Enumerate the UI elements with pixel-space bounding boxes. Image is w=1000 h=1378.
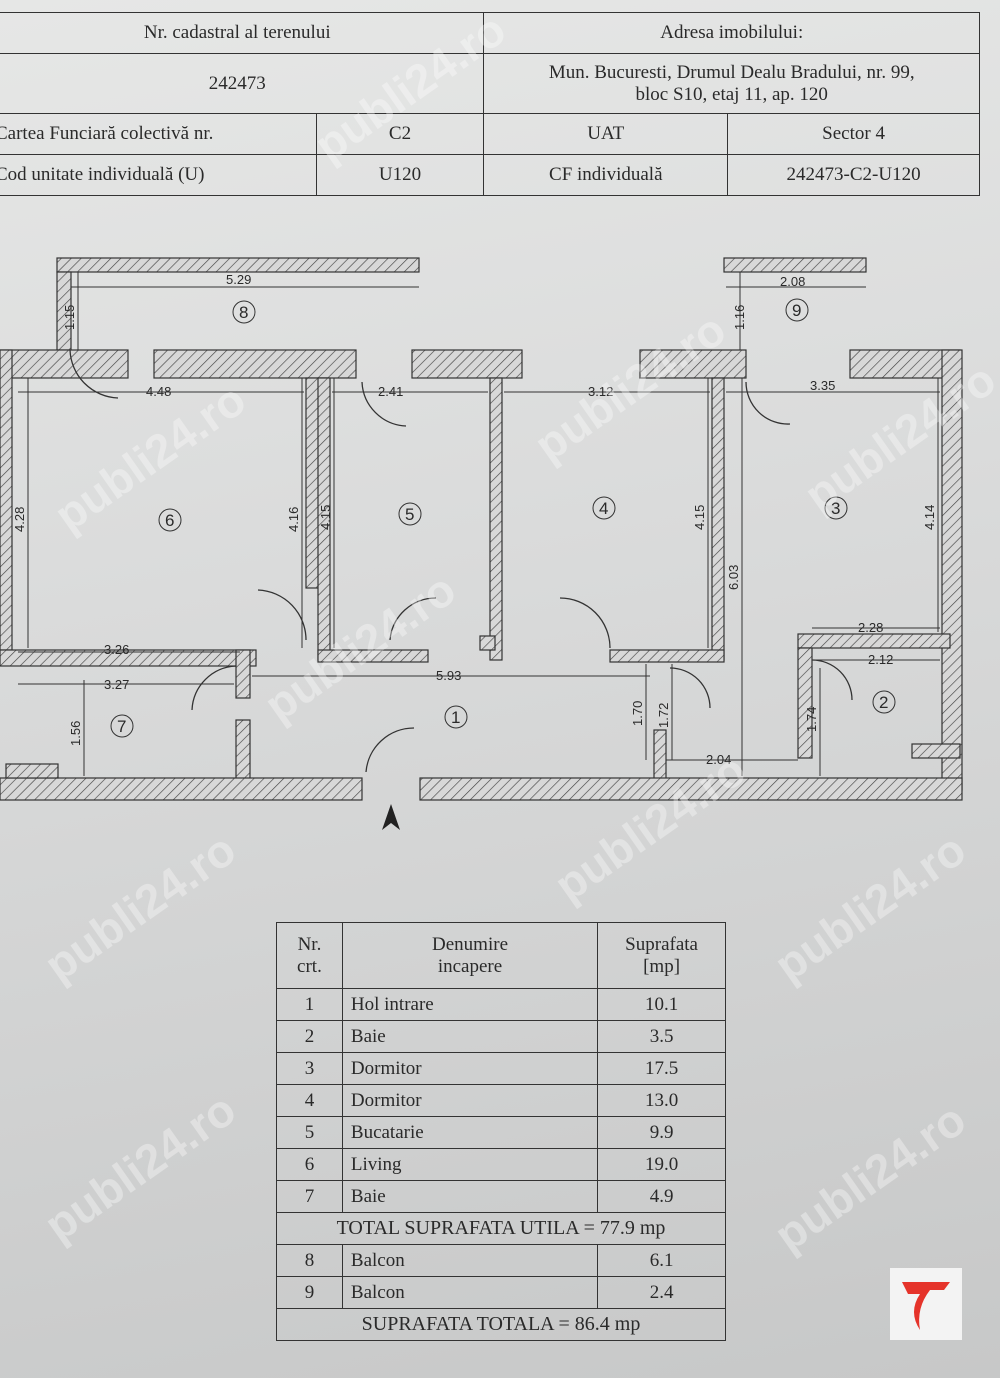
room-number: 9 xyxy=(792,301,801,320)
dim-label: 4.48 xyxy=(146,384,171,399)
dim-label: 1.56 xyxy=(68,721,83,746)
cadastral-header-table: Nr. cadastral al terenului Adresa imobil… xyxy=(0,12,980,196)
dim-label: 1.70 xyxy=(630,701,645,726)
cadastral-label: Nr. cadastral al terenului xyxy=(0,12,485,54)
cf-value: C2 xyxy=(315,113,485,155)
dim-label: 1.16 xyxy=(732,305,747,330)
room-number: 8 xyxy=(239,303,248,322)
publi24-logo xyxy=(890,1268,962,1340)
col-nr-header: Nr.crt. xyxy=(276,922,343,989)
cfi-label: CF individuală xyxy=(483,154,729,196)
address-label: Adresa imobilului: xyxy=(483,12,980,54)
dim-label: 2.08 xyxy=(780,274,805,289)
room-number: 4 xyxy=(599,499,608,518)
dim-label: 2.04 xyxy=(706,752,731,767)
dim-label: 6.03 xyxy=(726,565,741,590)
room-number: 3 xyxy=(831,499,840,518)
watermark: publi24.ro xyxy=(764,1092,975,1262)
room-number: 5 xyxy=(405,505,414,524)
dim-label: 4.14 xyxy=(922,505,937,530)
unit-value: U120 xyxy=(315,154,485,196)
cfi-value: 242473-C2-U120 xyxy=(727,154,980,196)
dim-label: 4.15 xyxy=(692,505,707,530)
room-number: 6 xyxy=(165,511,174,530)
address-value: Mun. Bucuresti, Drumul Dealu Bradului, n… xyxy=(483,53,980,114)
dimension-labels: 5.29 2.08 4.48 2.41 3.12 3.35 3.26 3.27 … xyxy=(12,272,937,767)
dim-label: 3.27 xyxy=(104,677,129,692)
dim-label: 3.12 xyxy=(588,384,613,399)
uat-label: UAT xyxy=(483,113,729,155)
dim-label: 1.74 xyxy=(804,707,819,732)
dim-label: 2.12 xyxy=(868,652,893,667)
unit-label: Cod unitate individuală (U) xyxy=(0,154,317,196)
cadastral-value: 242473 xyxy=(0,53,485,114)
dim-label: 2.41 xyxy=(378,384,403,399)
dim-label: 2.28 xyxy=(858,620,883,635)
dim-label: 5.93 xyxy=(436,668,461,683)
entrance-arrow-icon xyxy=(382,804,400,830)
cf-label: Cartea Funciară colectivă nr. xyxy=(0,113,317,155)
dim-label: 4.15 xyxy=(318,505,333,530)
room-number: 7 xyxy=(117,717,126,736)
col-area-header: Suprafata[mp] xyxy=(597,922,726,989)
watermark: publi24.ro xyxy=(764,822,975,992)
address-line2: bloc S10, etaj 11, ap. 120 xyxy=(635,83,828,105)
dim-label: 4.28 xyxy=(12,507,27,532)
room-markers: 1 2 3 4 5 6 7 8 9 xyxy=(110,298,896,738)
floor-plan: 5.29 2.08 4.48 2.41 3.12 3.35 3.26 3.27 … xyxy=(0,257,963,830)
door-arcs xyxy=(69,349,853,773)
total-row: SUPRAFATA TOTALA = 86.4 mp xyxy=(276,1308,726,1341)
total-util-row: TOTAL SUPRAFATA UTILA = 77.9 mp xyxy=(276,1212,726,1245)
dim-label: 1.15 xyxy=(62,305,77,330)
watermark: publi24.ro xyxy=(34,822,245,992)
room-number: 1 xyxy=(451,708,460,727)
dim-label: 5.29 xyxy=(226,272,251,287)
bird-logo-icon xyxy=(902,1282,950,1330)
dim-label: 1.72 xyxy=(656,703,671,728)
address-line1: Mun. Bucuresti, Drumul Dealu Bradului, n… xyxy=(548,61,915,83)
dim-label: 3.26 xyxy=(104,642,129,657)
walls xyxy=(0,257,963,801)
uat-value: Sector 4 xyxy=(727,113,980,155)
dimension-lines xyxy=(18,272,940,776)
dim-label: 3.35 xyxy=(810,378,835,393)
dim-label: 4.16 xyxy=(286,507,301,532)
watermark: publi24.ro xyxy=(34,1082,245,1252)
room-number: 2 xyxy=(879,693,888,712)
